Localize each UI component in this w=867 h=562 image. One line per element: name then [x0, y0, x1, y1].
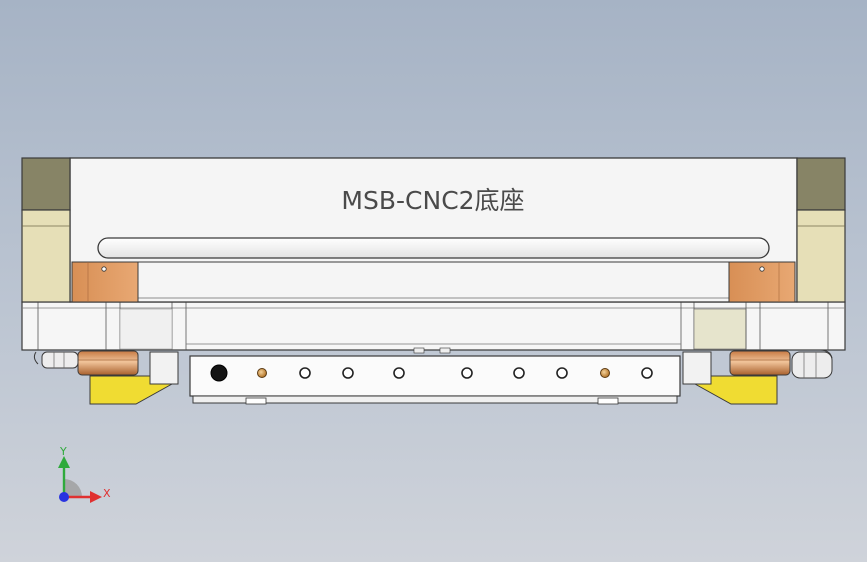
left-copper-block: [71, 261, 139, 303]
port-hole: [393, 367, 405, 379]
top-plate: MSB-CNC2底座: [69, 157, 798, 303]
manifold-bar: [186, 347, 681, 405]
base-frame: [21, 301, 846, 351]
port-hole: [461, 367, 473, 379]
model-title: MSB-CNC2底座: [341, 186, 524, 215]
black-plug: [210, 364, 228, 382]
left-copper-cylinder: [77, 350, 139, 376]
coordinate-triad-icon[interactable]: Y X: [58, 445, 111, 503]
right-side-block: [796, 157, 846, 303]
port-hole: [299, 367, 311, 379]
right-copper-cylinder: [729, 350, 791, 376]
port-hole: [556, 367, 568, 379]
y-axis-label: Y: [59, 445, 67, 458]
right-air-fitting: [791, 349, 833, 379]
right-copper-block: [728, 261, 796, 303]
left-air-fitting: [33, 351, 79, 369]
top-plate-slot: [97, 237, 770, 259]
brass-port: [600, 368, 610, 378]
left-end-block: [149, 351, 179, 385]
port-hole: [513, 367, 525, 379]
left-side-block: [21, 157, 71, 303]
x-axis-label: X: [103, 487, 111, 500]
brass-port: [257, 368, 267, 378]
right-end-block: [682, 351, 712, 385]
port-hole: [641, 367, 653, 379]
port-hole: [342, 367, 354, 379]
